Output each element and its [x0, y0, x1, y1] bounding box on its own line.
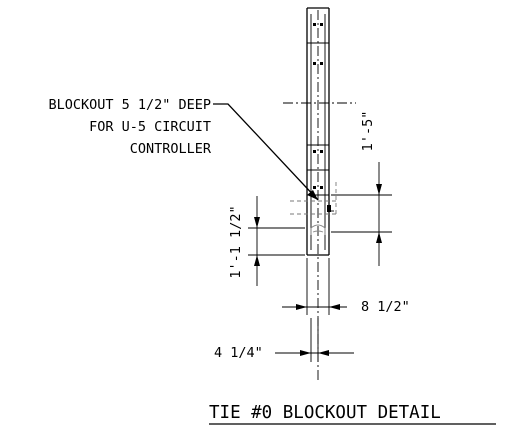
dim-tie-width [282, 258, 347, 315]
dim-label-blockout-offset: 1'-5" [360, 111, 376, 152]
dim-label-tie-width: 8 1/2" [361, 299, 410, 315]
callout-line-3: CONTROLLER [130, 141, 212, 157]
callout-line-1: BLOCKOUT 5 1/2" DEEP [48, 97, 211, 113]
dim-blockout-width [275, 318, 354, 362]
dim-blockout-height [248, 196, 305, 286]
fastener-marks [313, 23, 323, 189]
dim-label-blockout-width: 4 1/4" [214, 345, 263, 361]
dim-label-blockout-height: 1'-1 1/2" [228, 205, 244, 278]
dim-blockout-offset [331, 162, 392, 266]
blockout-outline [290, 182, 337, 235]
detail-title: TIE #0 BLOCKOUT DETAIL [209, 403, 441, 423]
callout-line-2: FOR U-5 CIRCUIT [89, 119, 211, 135]
callout-leader [213, 103, 319, 201]
